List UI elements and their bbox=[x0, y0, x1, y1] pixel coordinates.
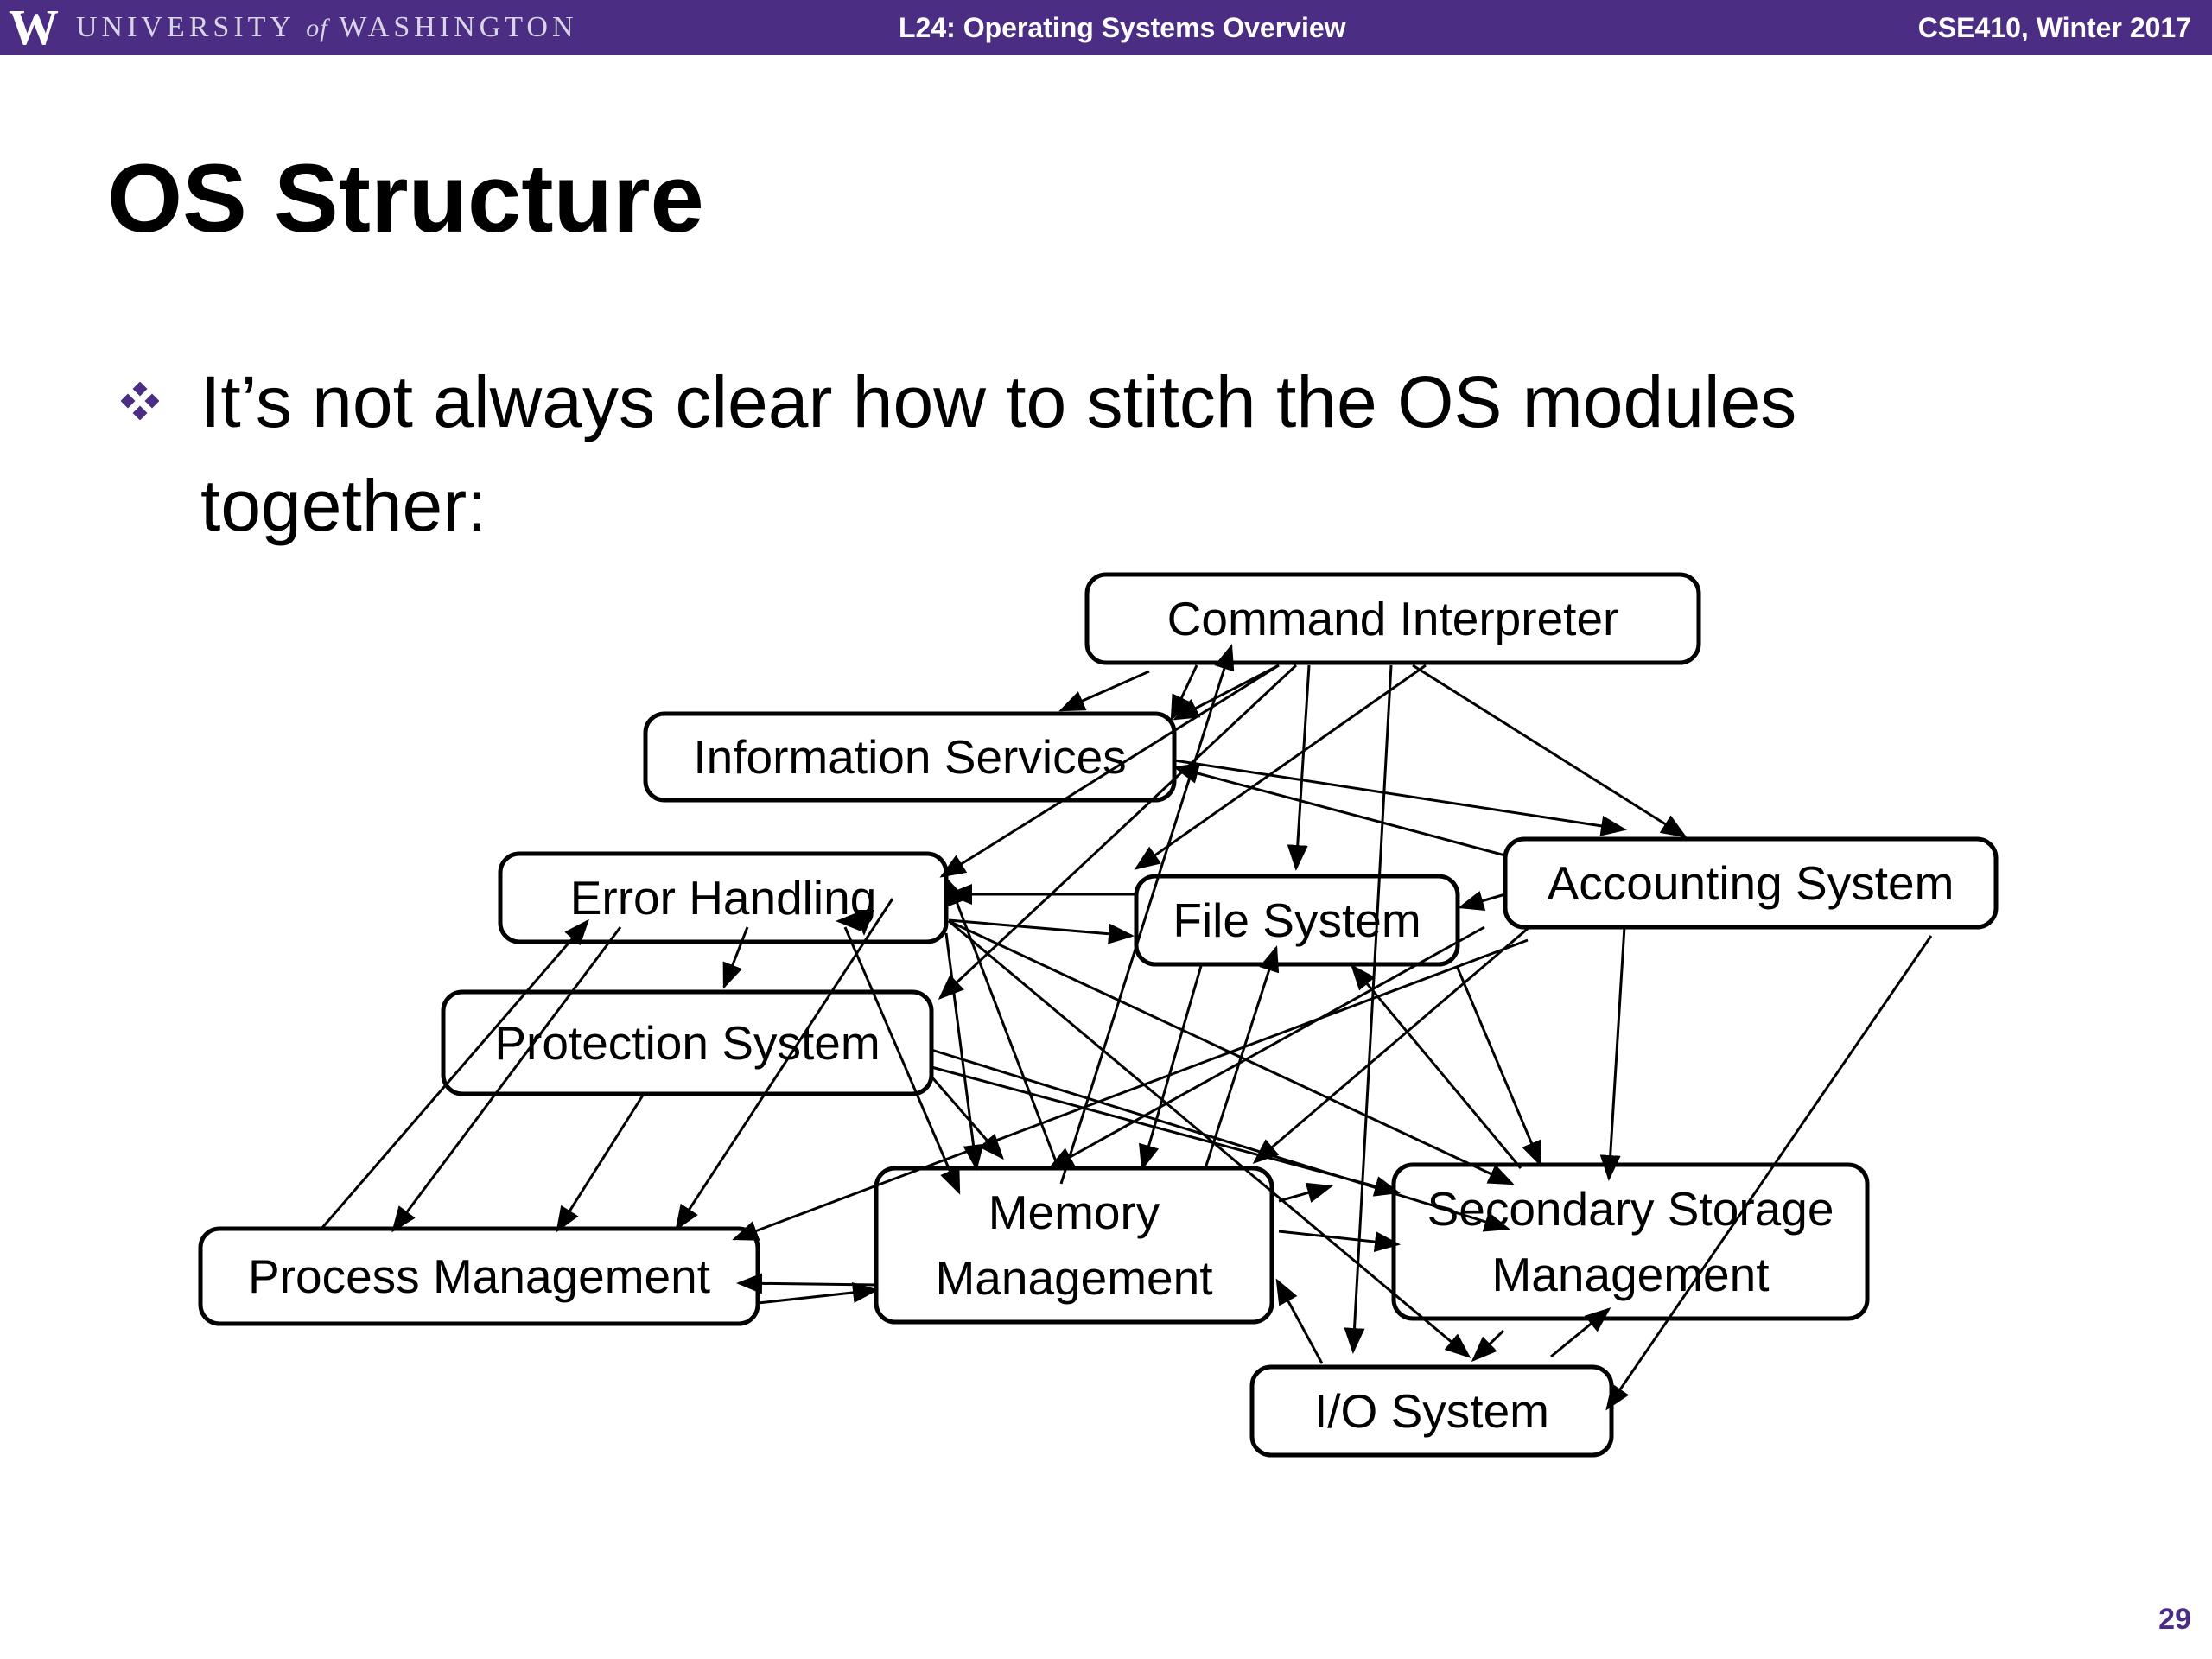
diagram-arrow bbox=[931, 1065, 1401, 1197]
diagram-node-label: Accounting System bbox=[1548, 856, 1955, 910]
diagram-arrow bbox=[1455, 965, 1542, 1167]
diagram-node-error-handling: Error Handling bbox=[498, 851, 949, 944]
diagram-arrow bbox=[391, 926, 622, 1233]
diagram-arrow bbox=[556, 1093, 645, 1233]
diagram-arrow bbox=[948, 919, 1471, 1358]
diagram-arrow bbox=[1471, 1329, 1505, 1363]
diagram-arrow bbox=[1278, 1230, 1401, 1253]
diagram-arrow bbox=[1287, 664, 1311, 871]
diamond-bullet-icon bbox=[121, 382, 159, 420]
diagram-arrow bbox=[1173, 664, 1280, 721]
page-number: 29 bbox=[2158, 1603, 2191, 1636]
diagram-node-label: Process Management bbox=[248, 1249, 710, 1303]
diagram-arrow bbox=[931, 1048, 1510, 1232]
diagram-node-label: Protection System bbox=[494, 1016, 880, 1070]
diagram-node-label: Memory bbox=[988, 1185, 1160, 1239]
wordmark-washington: WASHINGTON bbox=[339, 11, 578, 43]
diagram-arrow bbox=[1605, 935, 1933, 1411]
diagram-arrow bbox=[722, 926, 749, 989]
diagram-arrow bbox=[1275, 1278, 1324, 1364]
wordmark-of: of bbox=[306, 14, 328, 42]
diagram-arrow bbox=[1173, 763, 1506, 857]
diagram-arrow bbox=[1412, 664, 1688, 838]
diagram-arrow bbox=[1252, 925, 1530, 1164]
diagram-arrow bbox=[1047, 925, 1485, 1170]
diagram-node-label: Management bbox=[935, 1251, 1212, 1305]
course-label: CSE410, Winter 2017 bbox=[1917, 12, 2191, 43]
diagram-arrow bbox=[1278, 1182, 1333, 1203]
diagram-node-accounting-system: Accounting System bbox=[1503, 836, 1999, 930]
diagram-arrow bbox=[843, 926, 961, 1195]
diagram-node-label: Error Handling bbox=[570, 871, 877, 925]
diagram-arrow bbox=[944, 932, 984, 1171]
wordmark-university: UNIVERSITY bbox=[76, 11, 295, 43]
diagram-arrow bbox=[1173, 759, 1627, 836]
diagram-node-file-system: File System bbox=[1134, 874, 1460, 967]
uw-logo-w: W bbox=[9, 0, 59, 55]
diagram-node-label: File System bbox=[1173, 893, 1421, 947]
diagram-node-label: Command Interpreter bbox=[1167, 592, 1619, 645]
diagram-arrow bbox=[939, 664, 1280, 878]
diagram-node-label: Management bbox=[1491, 1248, 1769, 1301]
university-wordmark: UNIVERSITY of WASHINGTON bbox=[76, 12, 578, 44]
diagram-node-label: I/O System bbox=[1314, 1384, 1549, 1438]
diagram-arrow bbox=[1599, 926, 1626, 1181]
diagram-arrow bbox=[1458, 890, 1506, 912]
diagram-node-command-interpreter: Command Interpreter bbox=[1084, 572, 1701, 665]
lecture-title: L24: Operating Systems Overview bbox=[899, 12, 1346, 43]
diagram-arrow bbox=[757, 1282, 879, 1305]
slide-title: OS Structure bbox=[107, 144, 704, 252]
header-bar: W UNIVERSITY of WASHINGTON L24: Operatin… bbox=[0, 0, 2212, 55]
diagram-arrow bbox=[1351, 963, 1522, 1169]
diagram-arrow bbox=[938, 664, 1298, 1001]
diagram-arrow bbox=[732, 938, 1529, 1241]
diagram-arrows bbox=[320, 644, 1933, 1411]
bullet-text: It’s not always clear how to stitch the … bbox=[200, 361, 1797, 546]
diagram-node-protection-system: Protection System bbox=[441, 989, 934, 1096]
diagram-arrow bbox=[1139, 965, 1203, 1171]
diagram-node-io-system: I/O System bbox=[1249, 1364, 1614, 1458]
diagram-arrow bbox=[1134, 664, 1427, 870]
diagram-arrow bbox=[1344, 664, 1393, 1354]
diagram-arrow bbox=[947, 879, 1060, 1169]
diagram-arrow bbox=[1170, 664, 1198, 721]
diagram-node-process-management: Process Management bbox=[198, 1226, 760, 1326]
diagram-arrow bbox=[1204, 945, 1280, 1169]
diagram-arrow bbox=[948, 918, 1135, 944]
diagram-node-label: Information Services bbox=[693, 730, 1126, 784]
diagram-arrow bbox=[1550, 1307, 1611, 1358]
diagram-arrow bbox=[1059, 644, 1235, 1185]
diagram-node-information-services: Information Services bbox=[643, 711, 1177, 803]
diagram-arrow bbox=[675, 898, 894, 1231]
diagram-arrow bbox=[1058, 670, 1150, 712]
diagram-node-label: Secondary Storage bbox=[1427, 1182, 1834, 1236]
diagram-arrow bbox=[930, 1076, 1004, 1160]
diagram-arrow bbox=[320, 918, 589, 1230]
